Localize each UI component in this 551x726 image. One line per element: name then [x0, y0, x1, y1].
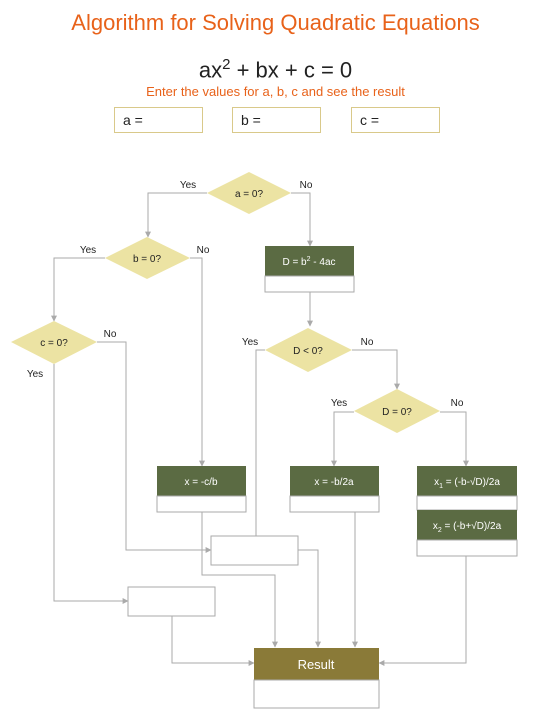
root-x2-label: x2 = (-b+√D)/2a	[433, 520, 502, 534]
output-box-1	[210, 535, 299, 566]
decision-b-label: b = 0?	[133, 254, 162, 265]
connector-a-no	[291, 192, 313, 247]
equation-rhs: + bx + c = 0	[230, 57, 353, 83]
a-input[interactable]: a =	[114, 107, 203, 133]
root-x1-label: x1 = (-b-√D)/2a	[434, 476, 500, 490]
label-dneg-yes: Yes	[242, 337, 258, 348]
decision-d-negative: D < 0?	[265, 328, 352, 372]
decision-d-negative-label: D < 0?	[293, 346, 323, 357]
decision-a: a = 0?	[207, 172, 291, 214]
label-dzero-no: No	[451, 398, 464, 409]
connector-dneg-yes	[211, 349, 265, 551]
equation-exponent: 2	[222, 56, 231, 73]
decision-d-zero: D = 0?	[354, 389, 440, 433]
c-input[interactable]: c =	[351, 107, 440, 133]
connector-box1-result	[298, 549, 321, 648]
discriminant-label: D = b2 - 4ac	[282, 256, 335, 268]
decision-d-zero-label: D = 0?	[382, 407, 412, 418]
double-root-label: x = -b/2a	[314, 477, 354, 488]
label-c-no: No	[104, 329, 117, 340]
linear-solution-box: x = -c/b	[156, 466, 247, 513]
decision-c: c = 0?	[11, 321, 97, 364]
decision-b: b = 0?	[105, 237, 190, 279]
connector-b-yes	[51, 257, 105, 322]
decision-a-label: a = 0?	[235, 189, 264, 200]
label-b-no: No	[197, 245, 210, 256]
connector-box2-result	[171, 616, 255, 666]
discriminant-box: D = b2 - 4ac	[264, 246, 355, 293]
label-a-no: No	[300, 180, 313, 191]
connector-x2-result	[378, 556, 467, 666]
equation: ax2 + bx + c = 0	[0, 56, 551, 83]
page-title: Algorithm for Solving Quadratic Equation…	[71, 10, 480, 35]
connector-dzero-no	[440, 411, 469, 467]
decision-c-label: c = 0?	[40, 338, 68, 349]
result-label: Result	[298, 657, 335, 672]
connector-xlin-result	[201, 512, 278, 648]
two-roots-box: x1 = (-b-√D)/2a x2 = (-b+√D)/2a	[416, 466, 518, 557]
double-root-box: x = -b/2a	[289, 466, 380, 513]
connector-xdouble-result	[334, 511, 358, 648]
label-c-yes: Yes	[27, 369, 43, 380]
connector-dneg-no	[352, 349, 400, 390]
label-b-yes: Yes	[80, 245, 96, 256]
equation-lhs: ax	[198, 57, 223, 83]
linear-solution-label: x = -c/b	[184, 477, 218, 488]
label-dzero-yes: Yes	[331, 398, 347, 409]
label-dneg-no: No	[361, 337, 374, 348]
connector-c-yes	[53, 364, 129, 604]
output-box-2	[127, 586, 216, 617]
label-a-yes: Yes	[180, 180, 196, 191]
connector-b-no	[190, 257, 205, 467]
instructions: Enter the values for a, b, c and see the…	[146, 84, 405, 99]
connector-c-no	[97, 341, 212, 553]
b-input[interactable]: b =	[232, 107, 321, 133]
result-box: Result	[253, 648, 380, 709]
connector-dzero-yes	[331, 411, 354, 467]
connector-a-yes	[145, 192, 207, 238]
